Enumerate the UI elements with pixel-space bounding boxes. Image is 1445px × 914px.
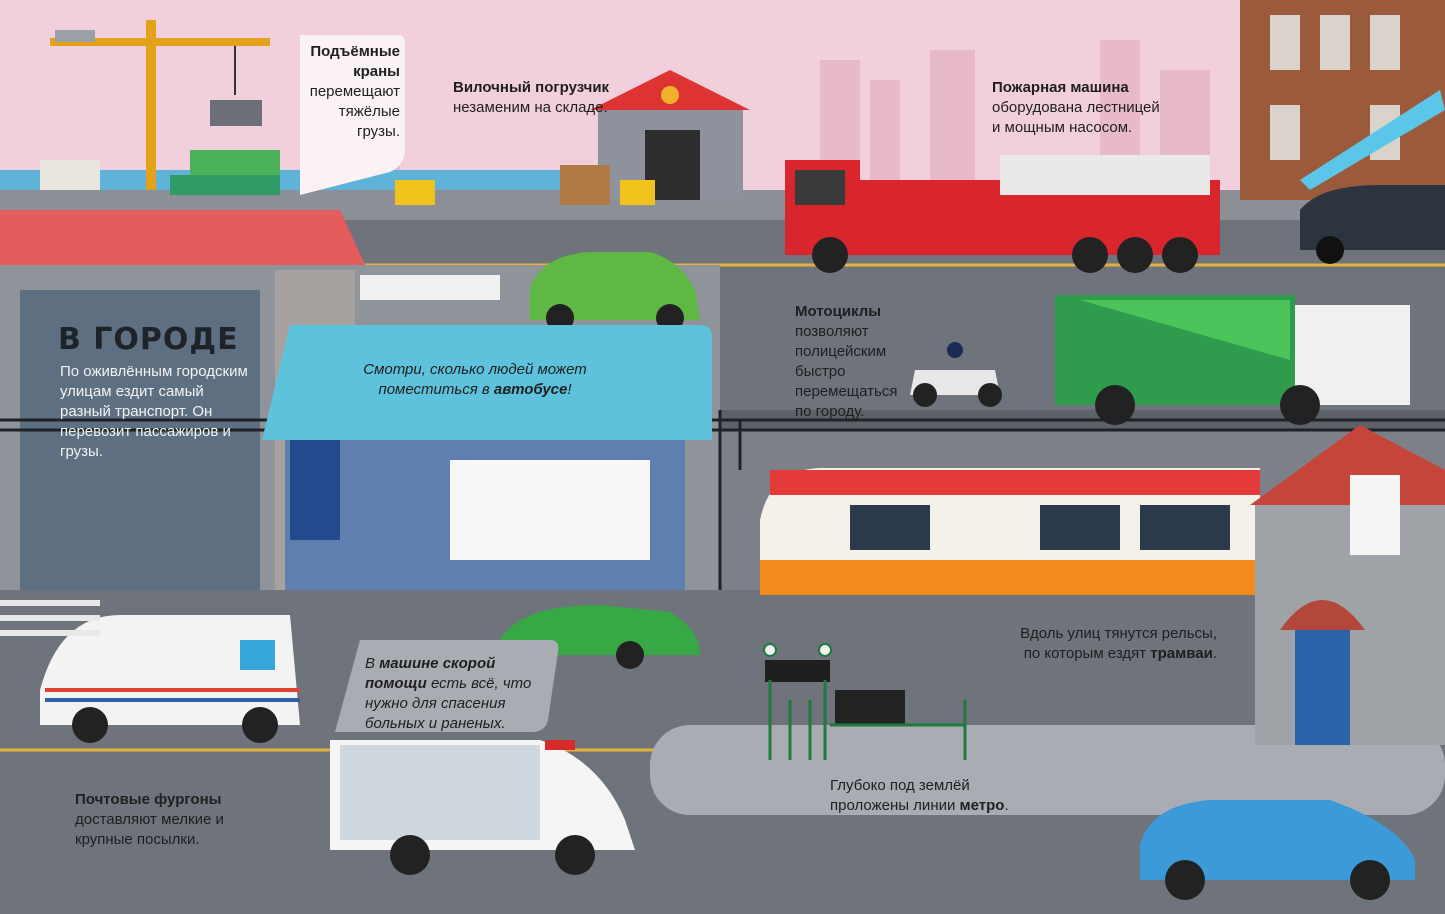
ambulance-flap-text: В машине скорой помощи есть всё, что нуж… bbox=[365, 654, 550, 734]
ambulance-flap[interactable] bbox=[335, 640, 559, 732]
ambulance-flap-bold: машине скорой помощи bbox=[365, 655, 496, 692]
cranes-rest: перемещают тяжёлые грузы. bbox=[309, 83, 400, 140]
postal-caption: Почтовые фургоны доставляют мелкие и кру… bbox=[75, 790, 225, 850]
section-title: В ГОРОДЕ bbox=[58, 322, 239, 357]
sidewalk bbox=[650, 725, 1445, 815]
cranes-bold: Подъёмные краны bbox=[310, 43, 400, 80]
postal-rest: доставляют мелкие и крупные посылки. bbox=[75, 811, 224, 848]
post-office-building bbox=[1250, 425, 1445, 745]
motorcycles-bold: Мотоциклы bbox=[795, 303, 882, 320]
bus-flap-post: ! bbox=[567, 381, 572, 398]
metro-caption: Глубоко под землёй проложены линии метро… bbox=[830, 776, 1030, 816]
forklift-caption: Вилочный погрузчик незаменим на складе. bbox=[453, 78, 613, 118]
crosswalk bbox=[0, 600, 100, 636]
station-roof bbox=[0, 210, 365, 265]
forklift-icon bbox=[395, 165, 655, 205]
trams-bold: трамваи bbox=[1150, 645, 1213, 662]
motorcycle-icon bbox=[910, 342, 1002, 407]
forklift-rest: незаменим на складе. bbox=[453, 99, 608, 116]
cranes-caption: Подъёмные краны перемещают тяжёлые грузы… bbox=[305, 42, 400, 142]
trams-caption: Вдоль улиц тянутся рельсы, по которым ез… bbox=[1012, 624, 1217, 664]
trams-post: . bbox=[1212, 645, 1217, 662]
metro-post: . bbox=[1004, 797, 1009, 814]
tram-wires bbox=[0, 410, 1445, 590]
postal-bold: Почтовые фургоны bbox=[75, 791, 222, 808]
postal-van-icon bbox=[40, 615, 300, 743]
bus-flap-pre: Смотри, сколько людей может поместиться … bbox=[363, 361, 587, 398]
station-wall bbox=[20, 290, 260, 590]
trams-pre: Вдоль улиц тянутся рельсы, по которым ез… bbox=[1020, 625, 1217, 662]
forklift-bold: Вилочный погрузчик bbox=[453, 79, 610, 96]
bus-flap-text: Смотри, сколько людей может поместиться … bbox=[355, 360, 595, 400]
garbage-truck-icon bbox=[1055, 295, 1410, 425]
motorcycles-rest: позволяют полицейским быстро перемещатьс… bbox=[795, 323, 898, 420]
bus-flap-bold: автобусе bbox=[493, 381, 568, 398]
cranes-flap[interactable] bbox=[300, 35, 405, 195]
metro-entrance-icon bbox=[763, 643, 967, 760]
motorcycles-caption: Мотоциклы позволяют полицейским быстро п… bbox=[795, 302, 915, 422]
dark-car bbox=[1300, 185, 1445, 264]
blue-car-icon bbox=[1140, 800, 1415, 900]
intro-text: По оживлённым городским улицам ездит сам… bbox=[60, 363, 248, 460]
fire-truck-bold: Пожарная машина bbox=[992, 79, 1129, 96]
fire-truck-icon bbox=[785, 155, 1220, 273]
bus-flap[interactable] bbox=[262, 325, 712, 440]
fire-truck-caption: Пожарная машина оборудована лестницей и … bbox=[992, 78, 1167, 138]
metro-pre: Глубоко под землёй проложены линии bbox=[830, 777, 970, 814]
crane-icon bbox=[40, 20, 280, 195]
ambulance-flap-pre: В bbox=[365, 655, 380, 672]
ambulance-flap-post: есть всё, что нужно для спасения больных… bbox=[365, 675, 532, 732]
ambulance-icon bbox=[330, 740, 635, 875]
tram-icon bbox=[760, 468, 1260, 595]
metro-bold: метро bbox=[959, 797, 1005, 814]
fire-truck-rest: оборудована лестницей и мощным насосом. bbox=[992, 99, 1160, 136]
